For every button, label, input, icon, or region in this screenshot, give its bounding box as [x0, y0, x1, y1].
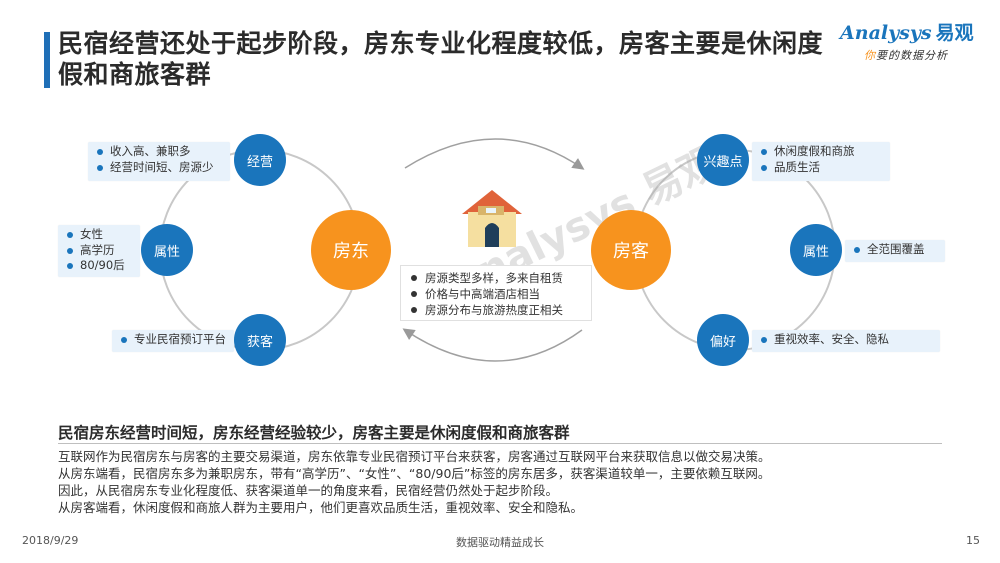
host-attribute-item: 高学历	[58, 243, 140, 259]
top-flow-arrow	[404, 138, 585, 170]
host-acquisition-item: 专业民宿预订平台	[112, 332, 234, 348]
logo-brand-lead: A	[840, 22, 855, 44]
page-title: 民宿经营还处于起步阶段，房东专业化程度较低，房客主要是休闲度假和商旅客群	[58, 29, 824, 89]
summary-divider	[58, 443, 942, 444]
bottom-flow-arrow	[402, 328, 583, 362]
host-acquisition-box: 专业民宿预订平台	[112, 330, 234, 352]
guest-attribute-item: 全范围覆盖	[845, 242, 945, 258]
host-operation-item: 收入高、兼职多	[88, 144, 230, 160]
footer-date: 2018/9/29	[22, 534, 79, 547]
guest-attribute-node: 属性	[790, 224, 842, 276]
title-accent-bar	[44, 32, 50, 88]
listing-feature-item: 房源分布与旅游热度正相关	[401, 302, 591, 318]
house-icon	[462, 190, 522, 247]
listing-features-box: 房源类型多样，多来自租赁 价格与中高端酒店相当 房源分布与旅游热度正相关	[400, 265, 592, 321]
page-number: 15	[966, 534, 980, 547]
guest-preference-item: 重视效率、安全、隐私	[752, 332, 940, 348]
host-attribute-item: 80/90后	[58, 258, 140, 274]
guest-attribute-box: 全范围覆盖	[845, 240, 945, 262]
guest-interest-item: 品质生活	[752, 160, 890, 176]
guest-preference-node: 偏好	[697, 314, 749, 366]
host-acquisition-node: 获客	[234, 314, 286, 366]
host-node: 房东	[311, 210, 391, 290]
listing-feature-item: 房源类型多样，多来自租赁	[401, 270, 591, 286]
logo-tagline-hi: 你	[864, 49, 876, 62]
logo-brand-cn: 易观	[935, 22, 974, 44]
host-operation-item: 经营时间短、房源少	[88, 160, 230, 176]
guest-interest-item: 休闲度假和商旅	[752, 144, 890, 160]
host-attribute-box: 女性 高学历 80/90后	[58, 225, 140, 277]
footer-slogan: 数据驱动精益成长	[456, 536, 544, 549]
logo-brand: nalysys	[854, 22, 932, 44]
summary-heading: 民宿房东经营时间短，房东经营经验较少，房客主要是休闲度假和商旅客群	[58, 424, 570, 442]
guest-interest-box: 休闲度假和商旅 品质生活	[752, 142, 890, 181]
host-attribute-item: 女性	[58, 227, 140, 243]
summary-line: 从房客端看，休闲度假和商旅人群为主要用户，他们更喜欢品质生活，重视效率、安全和隐…	[58, 500, 584, 515]
summary-line: 互联网作为民宿房东与房客的主要交易渠道，房东依靠专业民宿预订平台来获客，房客通过…	[58, 449, 771, 464]
summary-text: 互联网作为民宿房东与房客的主要交易渠道，房东依靠专业民宿预订平台来获客，房客通过…	[58, 448, 948, 516]
guest-node: 房客	[591, 210, 671, 290]
listing-feature-item: 价格与中高端酒店相当	[401, 286, 591, 302]
host-operation-node: 经营	[234, 134, 286, 186]
summary-line: 从房东端看，民宿房东多为兼职房东，带有“高学历”、“女性”、“80/90后”标签…	[58, 466, 771, 481]
guest-interest-node: 兴趣点	[697, 134, 749, 186]
guest-preference-box: 重视效率、安全、隐私	[752, 330, 940, 352]
host-operation-box: 收入高、兼职多 经营时间短、房源少	[88, 142, 230, 181]
logo-tagline: 要的数据分析	[876, 49, 948, 62]
summary-line: 因此，从民宿房东专业化程度低、获客渠道单一的角度来看，民宿经营仍然处于起步阶段。	[58, 483, 559, 498]
host-attribute-node: 属性	[141, 224, 193, 276]
